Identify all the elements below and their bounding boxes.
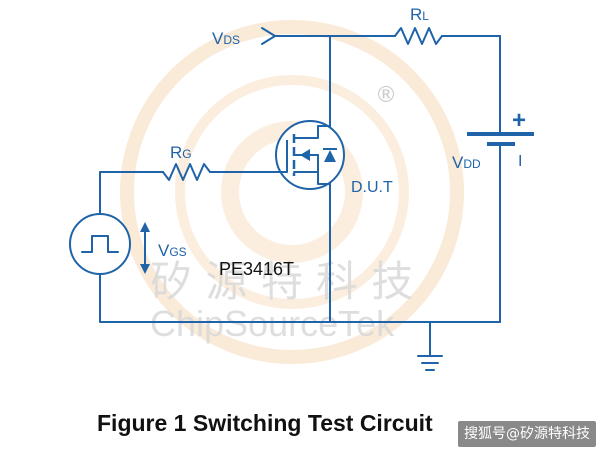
mosfet-source-lead [293, 171, 331, 185]
watermark-registered-mark: ® [375, 83, 397, 108]
watermark-ring-inner [175, 75, 409, 309]
resistor-rl [394, 27, 443, 45]
label-vdd: VDD [452, 153, 481, 172]
watermark-latin-text: ChipSourceTek [150, 303, 395, 344]
battery-vdd [467, 132, 534, 146]
label-rl: RL [410, 5, 429, 24]
resistor-rg [162, 163, 211, 181]
battery-plus-sign: + [512, 107, 526, 134]
ground-icon [417, 321, 443, 371]
pulse-waveform [81, 235, 119, 253]
watermark-ring-outer [120, 20, 464, 364]
vgs-double-arrow-icon [140, 222, 150, 274]
figure-caption: Figure 1 Switching Test Circuit [97, 410, 433, 436]
mosfet-body-arrow [300, 149, 310, 161]
mosfet-body-diode [324, 150, 336, 162]
source-badge: 搜狐号@矽源特科技 [458, 421, 596, 447]
part-number-label: PE3416T [219, 259, 295, 279]
wire-vds-arrow-upper [261, 27, 276, 37]
wire-vds-arrow-lower [261, 35, 276, 45]
watermark: ® 矽 源 特 科 技 ChipSourceTek [120, 20, 464, 364]
label-vgs: VGS [158, 241, 187, 260]
wire-source-to-ground-rail [99, 273, 501, 323]
mosfet-drain-lead [293, 125, 331, 139]
mosfet-dut [275, 120, 345, 190]
label-rg: RG [170, 143, 192, 162]
pulse-source-circle [69, 213, 131, 275]
label-dut: D.U.T [351, 179, 393, 196]
battery-minus-sign: I [518, 153, 522, 170]
pulse-source-vgs [69, 213, 131, 275]
wire-rg-to-source [99, 171, 164, 215]
label-vds: VDS [212, 29, 240, 48]
watermark-chinese-text: 矽 源 特 科 技 [150, 257, 413, 306]
